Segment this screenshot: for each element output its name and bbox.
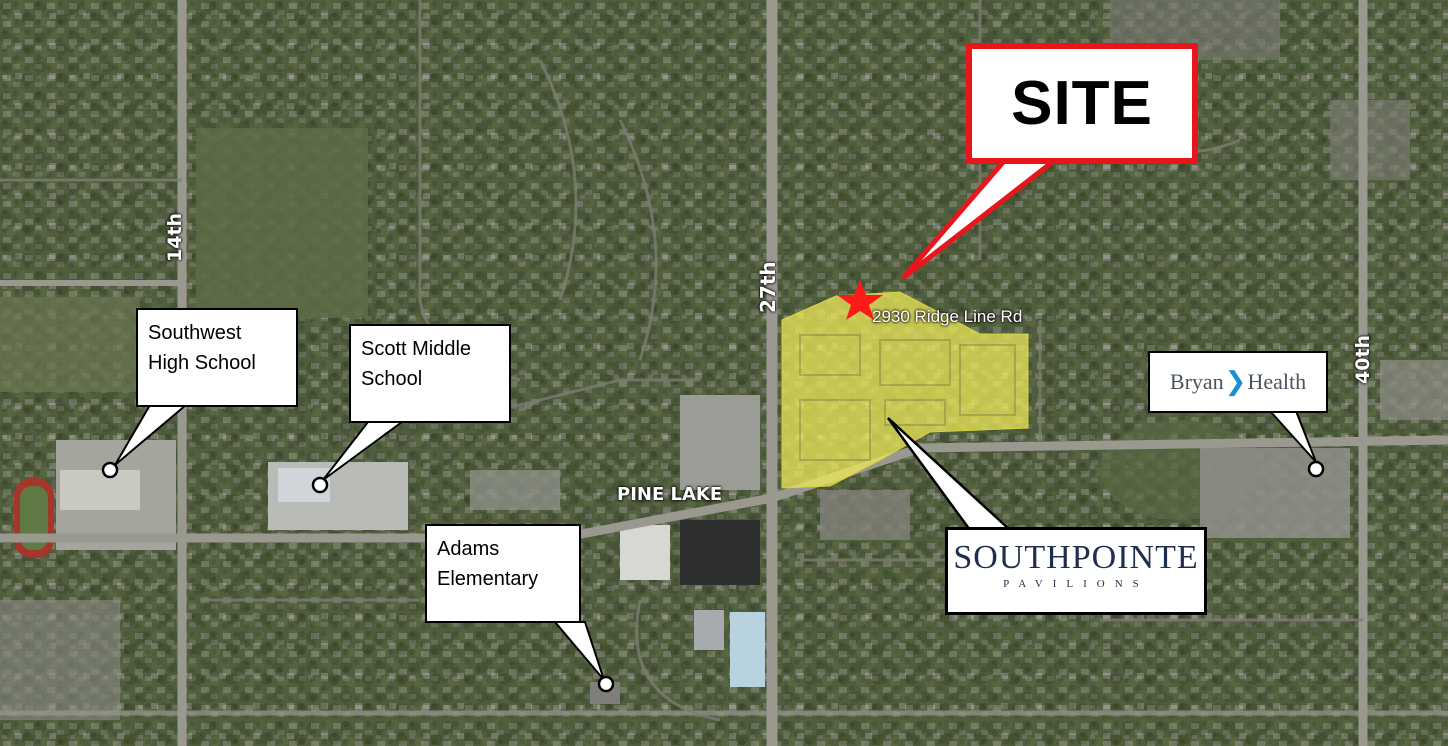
health-word: Health	[1247, 369, 1307, 394]
southpointe-pavilions-logo: SOUTHPOINTE PAVILIONS	[945, 527, 1207, 615]
location-dot-icon	[101, 460, 1325, 693]
road-label-pine-lake: PINE LAKE	[617, 484, 723, 505]
southpointe-title: SOUTHPOINTE	[953, 539, 1199, 576]
site-callout: SITE	[966, 43, 1198, 164]
callout-text: Scott Middle School	[361, 338, 472, 390]
site-label: SITE	[1011, 69, 1153, 138]
callout-text: Southwest High School	[148, 322, 256, 374]
bryan-word: Bryan	[1169, 369, 1224, 394]
callout-text: Adams Elementary	[437, 538, 539, 590]
callout-southwest-high-school: Southwest High School	[136, 308, 298, 407]
callout-scott-middle-school: Scott Middle School	[349, 324, 511, 423]
site-address: 2930 Ridge Line Rd	[872, 307, 1023, 326]
road-label-40th: 40th	[1352, 334, 1374, 384]
southpointe-subtitle: PAVILIONS	[1003, 578, 1149, 590]
callout-adams-elementary: Adams Elementary	[425, 524, 581, 623]
star-icon	[837, 280, 883, 320]
bryan-health-logo: Bryan ❯ Health	[1148, 351, 1328, 413]
road-label-14th: 14th	[164, 212, 186, 262]
site-highlight-area	[781, 291, 1029, 489]
road-label-27th: 27th	[756, 261, 780, 313]
chevron-right-icon: ❯	[1224, 367, 1247, 397]
